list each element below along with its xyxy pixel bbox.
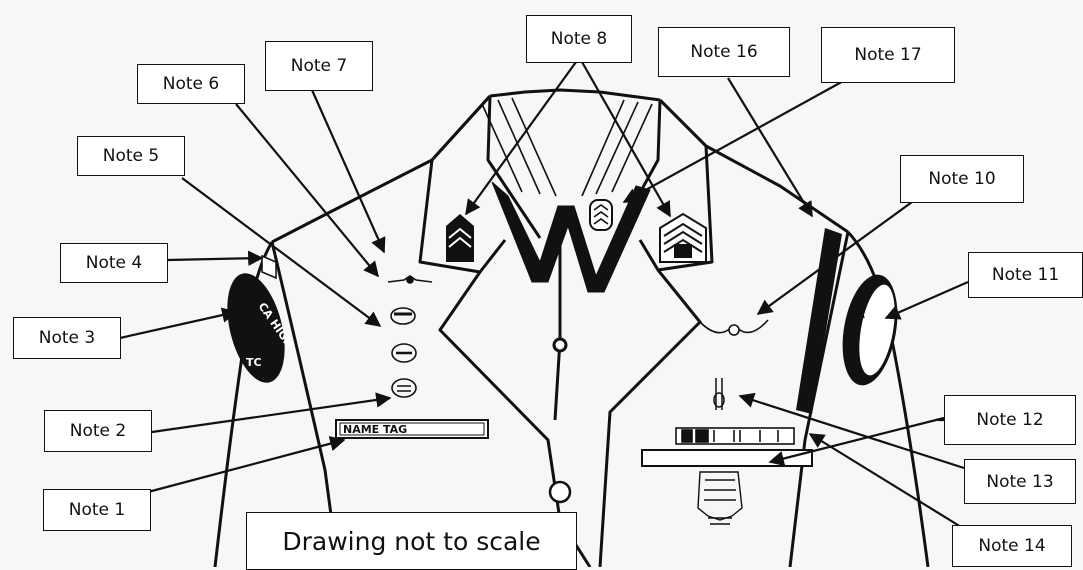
collar-fold-lines xyxy=(482,98,652,196)
left-collar-insignia xyxy=(446,214,474,262)
badge-note2 xyxy=(392,379,416,397)
note-2-label: Note 2 xyxy=(44,410,152,452)
leader-note14 xyxy=(810,434,966,530)
leader-note12b xyxy=(770,418,944,462)
left-patch-text2: TC xyxy=(246,356,262,369)
scale-caption: Drawing not to scale xyxy=(246,512,577,570)
note-13-label: Note 13 xyxy=(964,459,1076,504)
sleeve-stripe xyxy=(796,228,842,414)
note-12-label: Note 12 xyxy=(944,395,1076,445)
leader-note1 xyxy=(148,440,344,492)
note-5-label: Note 5 xyxy=(77,136,185,176)
jacket-button xyxy=(550,482,570,502)
note-16-label: Note 16 xyxy=(658,27,790,77)
note-8-label: Note 8 xyxy=(526,15,632,63)
note-6-label: Note 6 xyxy=(137,64,245,104)
unit-emblem xyxy=(698,472,742,524)
note-7-label: Note 7 xyxy=(265,41,373,91)
leader-note4 xyxy=(168,258,262,260)
note-17-label: Note 17 xyxy=(821,27,955,83)
right-wings-badge xyxy=(700,320,768,335)
note-4-label: Note 4 xyxy=(60,243,168,283)
right-lapel xyxy=(600,270,700,567)
leader-note8-right xyxy=(582,62,670,216)
badge-note6 xyxy=(391,308,415,324)
note-3-label: Note 3 xyxy=(13,317,121,359)
note-14-label: Note 14 xyxy=(952,525,1072,567)
shirt-button xyxy=(554,339,566,351)
note-1-label: Note 1 xyxy=(43,489,151,531)
tie xyxy=(492,182,650,292)
right-patch-text: A xyxy=(854,306,865,322)
leader-note11 xyxy=(886,282,968,318)
right-shoulder-patch: A xyxy=(835,270,906,389)
shirt-collar-insignia xyxy=(590,200,612,230)
note-10-label: Note 10 xyxy=(900,155,1024,203)
small-pin xyxy=(714,378,724,410)
left-chest-badges xyxy=(388,276,432,397)
leader-note3 xyxy=(120,312,236,338)
name-tag: NAME TAG xyxy=(336,420,488,438)
name-tag-label: NAME TAG xyxy=(343,423,407,436)
leader-note7 xyxy=(312,90,384,252)
leader-note16 xyxy=(728,78,812,216)
right-collar-insignia xyxy=(660,214,706,262)
note-11-label: Note 11 xyxy=(968,252,1083,298)
ribbon-rack xyxy=(676,428,794,444)
collar-top xyxy=(490,90,660,100)
